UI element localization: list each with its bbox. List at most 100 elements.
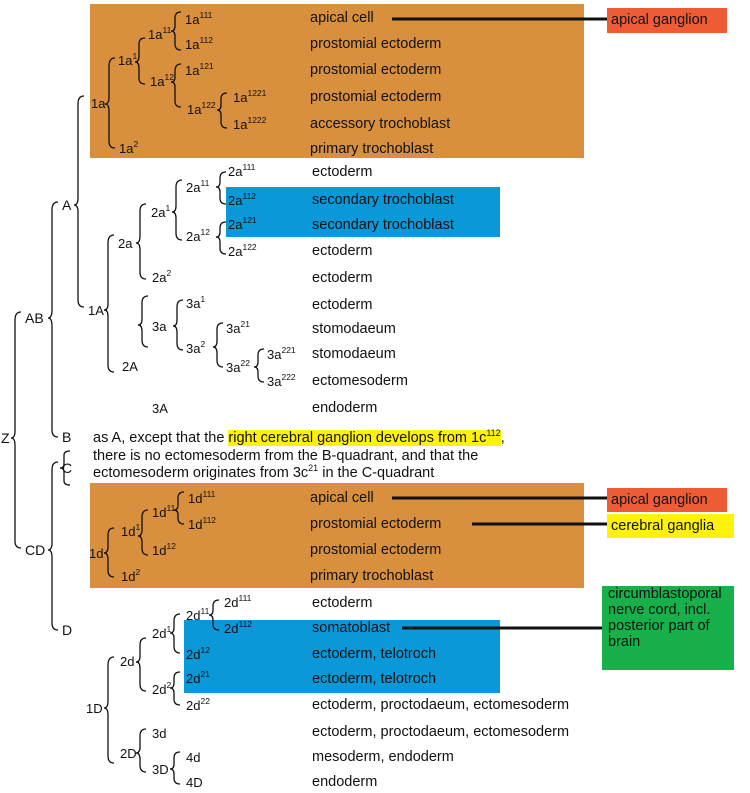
cell-sup: 1 (166, 624, 172, 634)
cell-sup: 112 (242, 191, 257, 201)
fate-1d112: prostomial ectoderm (310, 516, 442, 532)
brace-3a2 (212, 322, 224, 368)
cell-base: 3a (186, 296, 201, 311)
cell-sup: 122 (242, 242, 257, 252)
cell-2d11: 2d11 (186, 606, 210, 623)
node-AB: AB (25, 310, 44, 326)
cell-1a112: 1a112 (185, 36, 213, 52)
brace-1a (104, 57, 116, 149)
cell-2a12: 2a12 (186, 227, 210, 244)
fate-2d12: ectoderm, telotroch (312, 646, 437, 662)
cell-base: 1a (233, 90, 248, 105)
brace-2a12 (215, 221, 227, 255)
cell-base: 1a (119, 141, 134, 156)
cell-sup: 12 (166, 541, 176, 551)
cell-base: 2d (224, 621, 239, 636)
cell-1a122: 1a122 (187, 101, 216, 117)
node-Z: Z (1, 430, 10, 446)
cell-base: 2a (228, 164, 243, 179)
cell-sup: 111 (242, 162, 256, 172)
node-3D: 3D (152, 762, 169, 777)
cell-base: 1d (121, 524, 136, 539)
brace-AB (47, 201, 59, 438)
cell-sup: 121 (199, 61, 214, 71)
brace-1a122 (216, 92, 228, 129)
cell-3a21: 3a21 (226, 320, 250, 336)
cell-sup: 1222 (247, 115, 267, 125)
cell-base: 3a (226, 321, 241, 336)
node-2d: 2d (120, 654, 135, 669)
cell-base: 1a (185, 37, 200, 52)
note-line3b: in the C-quadrant (318, 465, 435, 481)
cell-sup: 12 (200, 645, 210, 655)
fate-3a222: ectomesoderm (312, 373, 408, 389)
brace-2a1 (171, 179, 183, 241)
node-D: D (62, 622, 73, 638)
cell-base: 3a (186, 341, 201, 356)
cell-sup: 221 (281, 345, 296, 355)
cell-sup: 1 (200, 294, 206, 304)
node-CD: CD (25, 542, 46, 558)
brace-1A (103, 234, 115, 373)
cell-base: 2d (152, 626, 167, 641)
cell-1d2: 1d2 (121, 567, 141, 584)
fate-1a1221: prostomial ectoderm (310, 89, 442, 105)
green-line: brain (608, 634, 641, 650)
cell-1a11: 1a11 (148, 25, 172, 42)
cell-2a121: 2a121 (228, 215, 257, 232)
cell-base: 2a (186, 180, 201, 195)
cell-1a2: 1a2 (119, 140, 138, 156)
fate-1d2: primary trochoblast (310, 568, 434, 584)
note-highlight: right cerebral ganglion develops from 1c… (228, 428, 501, 446)
fate-2a122: ectoderm (312, 243, 373, 259)
node-1A: 1A (88, 303, 104, 318)
fate-2a111: ectoderm (312, 164, 373, 180)
cell-sup: 1221 (247, 88, 267, 98)
cell-sup: 1 (132, 51, 138, 61)
callout-circumblastoporal: circumblastoporal nerve cord, incl. post… (602, 586, 734, 670)
cell-sup: 111 (238, 593, 252, 603)
node-1a: 1a (91, 96, 106, 111)
fate-3a1: ectoderm (312, 297, 373, 313)
fate-2d112: somatoblast (312, 620, 391, 636)
cell-sup: 111 (202, 489, 216, 499)
cell-sup: 1 (135, 522, 141, 532)
node-2D: 2D (120, 746, 137, 761)
cell-sup: 11 (162, 25, 172, 35)
cell-sup: 12 (200, 227, 210, 237)
brace-3a (172, 299, 184, 351)
cell-2d22: 2d22 (186, 697, 210, 713)
fate-2d21: ectoderm, telotroch (312, 671, 437, 687)
cell-base: 1a (185, 12, 200, 27)
cell-2a2: 2a2 (152, 268, 172, 285)
cell-sup: 11 (200, 606, 210, 616)
note-highlight-sup: 112 (486, 428, 501, 438)
note-line3-sup: 21 (308, 463, 319, 473)
cell-2a112: 2a112 (228, 191, 257, 208)
cell-sup: 2 (166, 268, 172, 278)
brace-1a1 (134, 37, 146, 85)
cell-base: 2a (186, 229, 201, 244)
cell-2a11: 2a11 (186, 179, 209, 195)
note-part2: , (500, 430, 505, 446)
cell-1d1: 1d1 (121, 522, 141, 539)
fate-4d: mesoderm, endoderm (312, 749, 454, 765)
cell-sup: 2 (135, 567, 141, 577)
node-3a: 3a (152, 319, 167, 334)
node-2A: 2A (122, 359, 138, 374)
brace-2d1 (169, 613, 181, 654)
green-line: posterior part of (608, 618, 710, 634)
green-line: nerve cord, incl. (608, 602, 711, 618)
cell-sup: 121 (242, 215, 257, 225)
fate-3a21: stomodaeum (312, 321, 396, 337)
cell-base: 1a (150, 74, 165, 89)
cell-base: 2d (186, 698, 201, 713)
cell-1a1221: 1a1221 (233, 88, 267, 105)
cell-2d12: 2d12 (186, 645, 210, 662)
cell-base: 2d (186, 671, 201, 686)
brace-2a11 (215, 171, 227, 205)
brace-2D (135, 728, 147, 773)
brace-2d (135, 637, 147, 692)
brace-1d (103, 527, 115, 578)
